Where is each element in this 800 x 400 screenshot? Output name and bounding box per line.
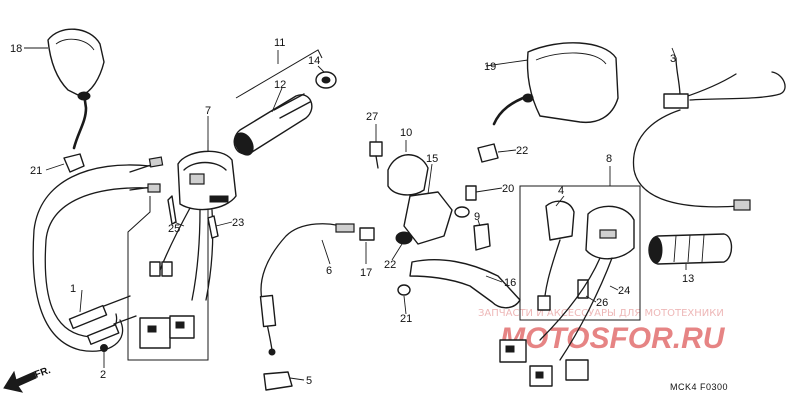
callout-2: 2 (100, 369, 106, 381)
callout-6: 6 (326, 265, 332, 277)
callout-3: 3 (670, 53, 676, 65)
direction-label: FR. (33, 365, 52, 381)
callout-17: 17 (360, 267, 372, 279)
callout-23: 22 (384, 259, 396, 271)
callout-21: 21 (400, 313, 412, 325)
callout-4: 4 (558, 185, 564, 197)
callout-22-right: 22 (516, 145, 528, 157)
callout-19: 19 (484, 61, 496, 73)
callout-5: 5 (306, 375, 312, 387)
callout-16: 16 (504, 277, 516, 289)
leader-lines (24, 47, 687, 381)
callout-22-left: 21 (30, 165, 42, 177)
part-right-switch-assembly (499, 185, 641, 387)
callout-27: 26 (596, 297, 608, 309)
watermark-tagline: ЗАПЧАСТИ И АКСЕССУАРЫ ДЛЯ МОТОТЕХНИКИ (478, 308, 724, 319)
callout-25: 24 (618, 285, 630, 297)
callout-15: 15 (426, 153, 438, 165)
callout-8: 8 (606, 153, 612, 165)
callout-26: 25 (168, 223, 180, 235)
callout-11: 11 (274, 37, 285, 49)
part-throttle-cables (32, 156, 164, 352)
callout-1: 1 (70, 283, 76, 295)
part-mirror-cap-left (63, 153, 85, 173)
callout-24: 23 (232, 217, 244, 229)
callout-7: 7 (205, 105, 211, 117)
callout-13: 13 (682, 273, 694, 285)
part-right-grip (648, 233, 733, 265)
callout-12: 12 (274, 79, 286, 91)
part-clutch-lever-group (359, 141, 521, 309)
part-left-mirror (47, 28, 105, 150)
part-throttle-grip (233, 49, 337, 156)
part-left-switch-assembly (127, 140, 237, 361)
callout-28: 27 (366, 111, 378, 123)
callout-10: 10 (400, 127, 412, 139)
part-right-mirror (492, 42, 619, 126)
callout-18: 18 (10, 43, 22, 55)
direction-arrow: FR. (3, 365, 52, 393)
part-clutch-cable (259, 223, 355, 356)
callout-20: 20 (502, 183, 514, 195)
callout-labels: 18 21 1 2 7 25 23 11 12 14 6 5 27 10 15 … (10, 37, 694, 387)
callout-9: 9 (474, 211, 480, 223)
part-right-cable (632, 57, 786, 211)
part-cable-boot (263, 371, 293, 391)
diagram-code: MCK4 F0300 (670, 382, 728, 392)
callout-14: 14 (308, 55, 320, 67)
part-mirror-cap-right (477, 143, 499, 163)
watermark-brand: MOTOSFOR.RU (500, 322, 726, 355)
